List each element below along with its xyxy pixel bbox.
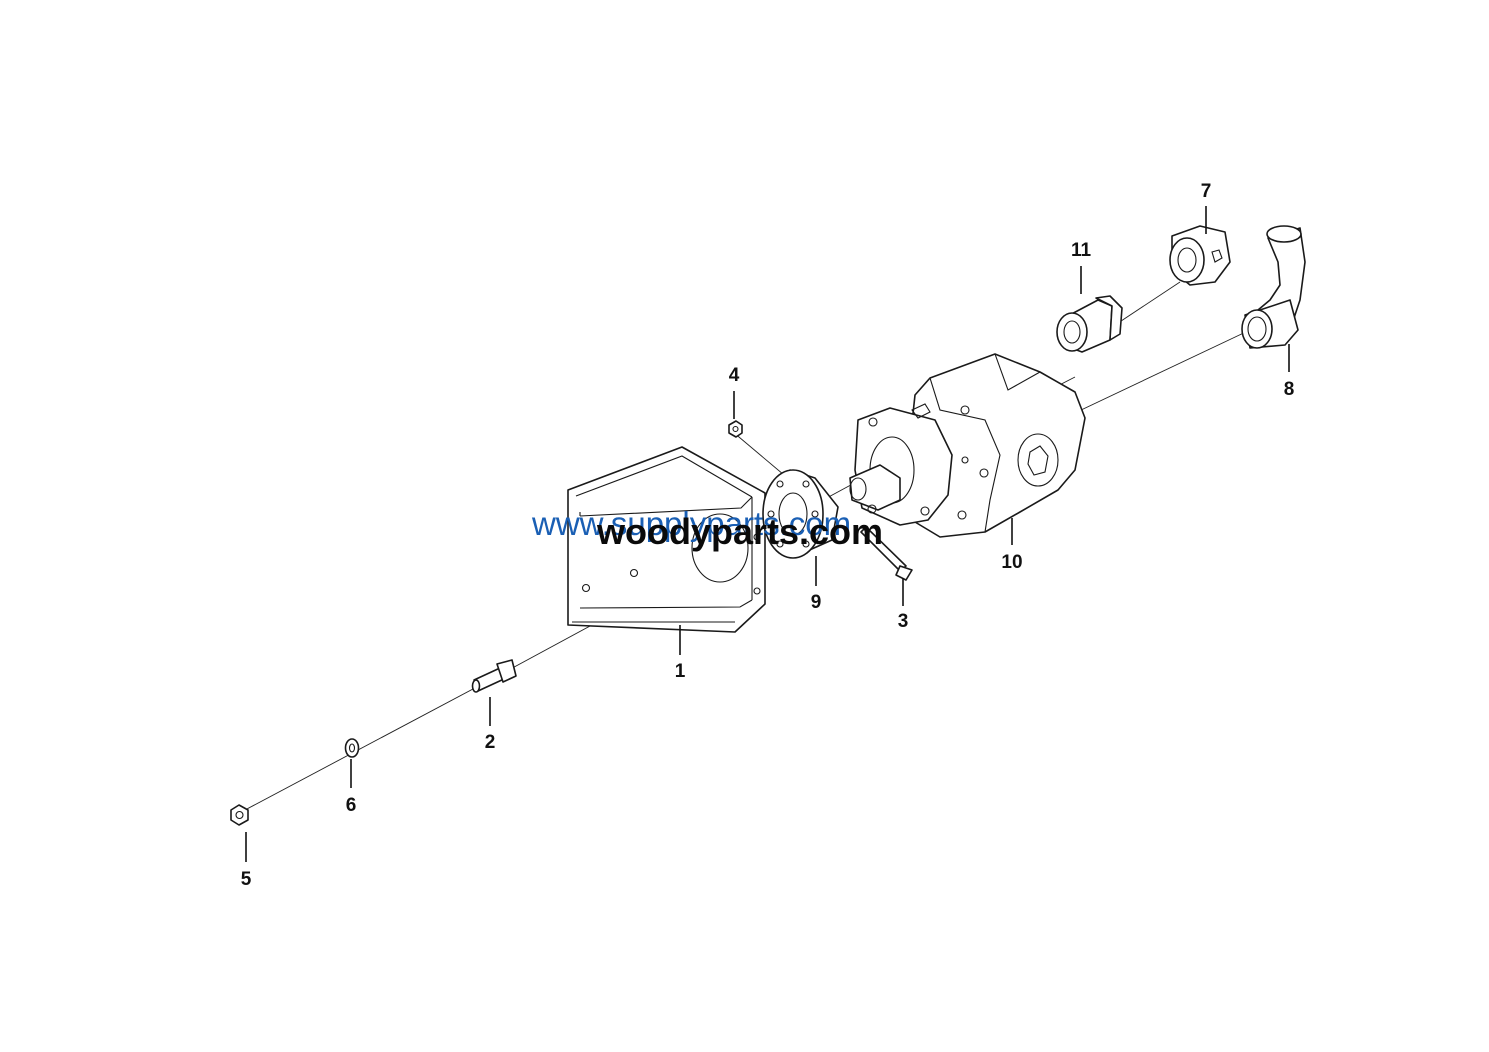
part-6-washer (344, 738, 360, 758)
part-5-nut (230, 804, 249, 826)
part-7-elbow-fitting (1169, 225, 1231, 286)
watermark-primary: www.supplyparts.com (532, 505, 852, 542)
callout-2: 2 (485, 732, 496, 753)
callout-5: 5 (241, 869, 252, 890)
part-10-hydraulic-pump (849, 353, 1086, 538)
callout-1: 1 (675, 661, 686, 682)
watermark-secondary: woodyparts.com (597, 511, 884, 552)
part-9-flange (762, 469, 839, 559)
callout-3: 3 (898, 611, 909, 632)
callout-6: 6 (346, 795, 357, 816)
leader-lines (245, 206, 1290, 862)
part-2-bolt (471, 659, 517, 693)
part-1-mounting-bracket (567, 446, 766, 633)
part-8-elbow-tube (1241, 225, 1306, 349)
part-3-bolt (860, 526, 913, 581)
part-11-adapter-fitting (1056, 295, 1123, 353)
callout-7: 7 (1201, 181, 1212, 202)
callout-9: 9 (811, 592, 822, 613)
callout-4: 4 (729, 365, 740, 386)
callout-11: 11 (1071, 240, 1092, 261)
callout-10: 10 (1001, 552, 1022, 573)
callout-8: 8 (1284, 379, 1295, 400)
part-4-nut (728, 420, 743, 438)
